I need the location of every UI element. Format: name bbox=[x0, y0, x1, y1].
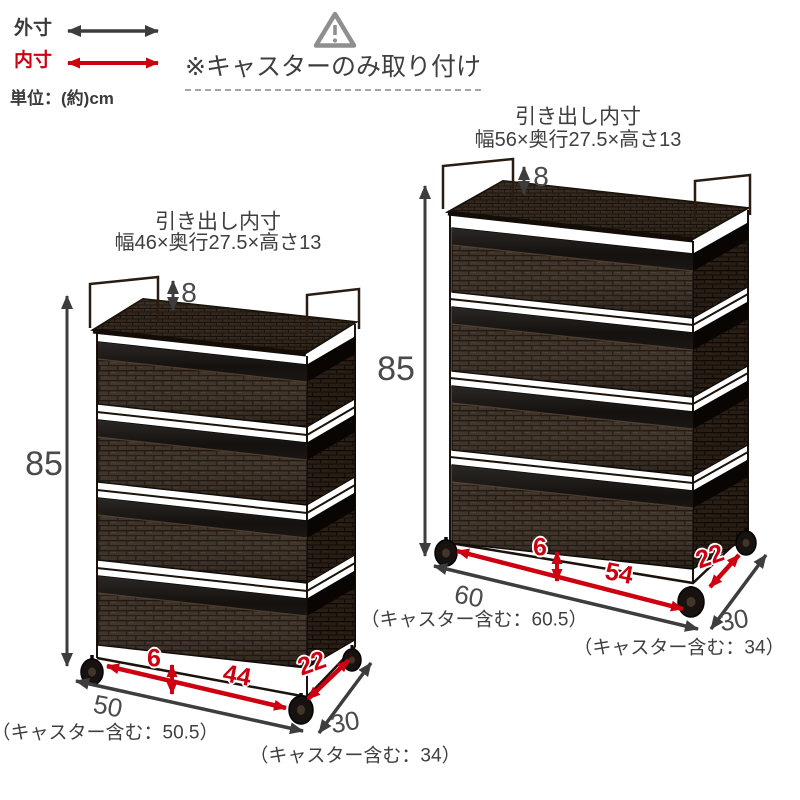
left-top-clearance-value: 8 bbox=[181, 277, 197, 308]
right-drawer-inner-dims: 幅56×奥行27.5×高さ13 bbox=[474, 129, 682, 151]
left-outer-depth-note: （キャスター含む：34） bbox=[249, 745, 461, 767]
right-height-value: 85 bbox=[377, 350, 415, 388]
caster-wheel bbox=[677, 586, 705, 618]
right-bottom-clearance-value: 6 bbox=[533, 533, 547, 562]
right-inner-depth-arrow bbox=[708, 553, 741, 589]
left-inner-width-arrow bbox=[106, 663, 287, 711]
unit-note: 単位：(約)cm bbox=[10, 89, 114, 108]
left-inner-depth-arrow bbox=[306, 658, 351, 701]
caster-wheel bbox=[434, 537, 458, 567]
right-outer-width-note: （キャスター含む：60.5） bbox=[360, 609, 588, 631]
right-outer-depth-note: （キャスター含む：34） bbox=[573, 637, 785, 659]
left-drawer-inner-dims: 幅46×奥行27.5×高さ13 bbox=[114, 232, 322, 254]
left-bottom-clearance-value: 6 bbox=[147, 644, 161, 673]
right-unit-illustration bbox=[434, 157, 757, 618]
right-unit-dimension-arrows bbox=[419, 166, 768, 632]
drawer bbox=[97, 492, 356, 584]
right-outer-depth-value: 30 bbox=[717, 602, 751, 638]
left-outer-depth-value: 30 bbox=[328, 704, 362, 740]
drawer bbox=[97, 336, 356, 428]
left-unit-dimension-arrows bbox=[61, 280, 373, 735]
right-drawer-inner-title: 引き出し内寸 bbox=[515, 105, 641, 129]
drawer bbox=[451, 301, 749, 398]
drawer bbox=[97, 414, 356, 506]
right-top-clearance-value: 8 bbox=[533, 161, 549, 192]
left-drawer-inner-title: 引き出し内寸 bbox=[155, 210, 281, 234]
left-outer-width-note: （キャスター含む：50.5） bbox=[0, 722, 219, 744]
caster-wheel bbox=[735, 528, 757, 556]
legend-inner-label: 内寸 bbox=[14, 50, 53, 71]
caster-wheel bbox=[342, 645, 362, 672]
right-inner-width-value: 54 bbox=[602, 557, 636, 590]
drawer bbox=[97, 570, 356, 669]
left-height-value: 85 bbox=[25, 445, 63, 483]
caster-warning-text: ※キャスターのみ取り付け bbox=[185, 55, 481, 91]
legend-outer-label: 外寸 bbox=[14, 18, 53, 39]
right-outer-depth-arrow bbox=[709, 553, 768, 631]
left-outer-width-value: 50 bbox=[90, 688, 126, 724]
drawer bbox=[451, 459, 749, 570]
warning-triangle-icon bbox=[313, 11, 357, 48]
left-unit-illustration bbox=[80, 275, 362, 725]
right-inner-width-arrow bbox=[456, 548, 684, 612]
left-inner-width-value: 44 bbox=[220, 659, 254, 692]
drawer bbox=[451, 380, 749, 477]
right-outer-width-value: 60 bbox=[451, 578, 487, 614]
drawer bbox=[451, 222, 749, 319]
